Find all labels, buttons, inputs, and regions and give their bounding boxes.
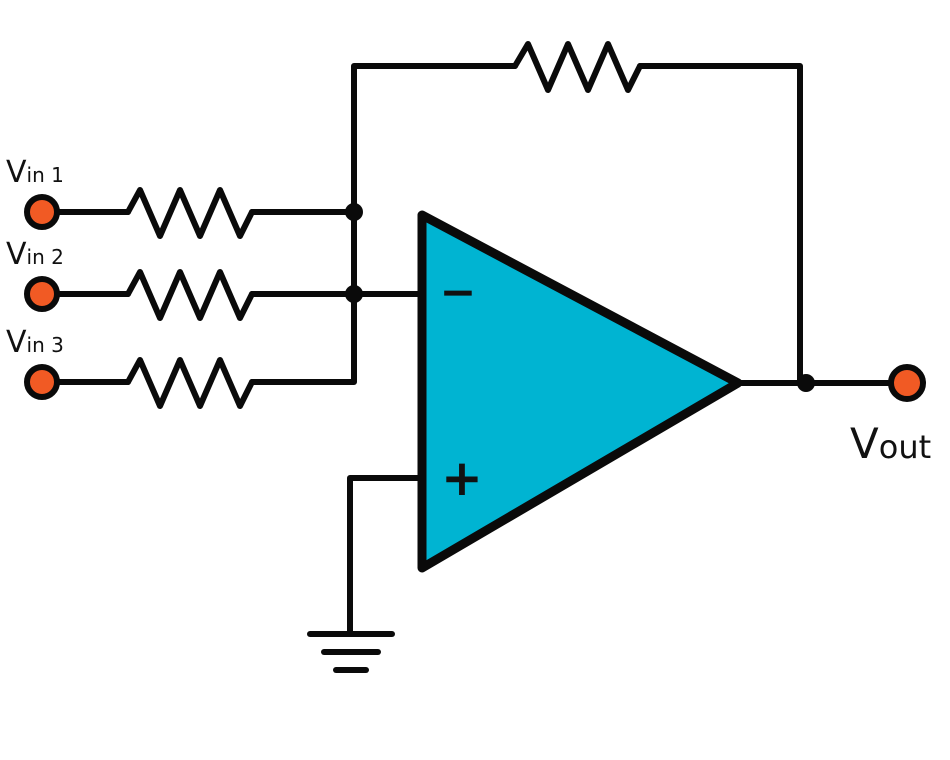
- input-3-label: Vin 3: [6, 325, 64, 360]
- output-label: Vout: [850, 419, 931, 468]
- input-2-terminal: [24, 276, 60, 312]
- inverting-input-symbol: −: [440, 267, 477, 318]
- input-2-label-main: V: [6, 237, 27, 272]
- input-1-resistor: [125, 187, 255, 239]
- input-3-resistor: [125, 357, 255, 409]
- input-2-resistor: [125, 269, 255, 321]
- input-2-label-sub: in 2: [27, 245, 64, 269]
- output-terminal: [888, 364, 926, 402]
- feedback-resistor: [512, 41, 643, 93]
- output-label-sub: out: [879, 428, 931, 466]
- opamp-triangle: [417, 210, 743, 573]
- feedback-wire-left: [351, 63, 518, 213]
- junction-dot-output: [797, 374, 815, 392]
- noninverting-ground-wire: [347, 475, 425, 637]
- noninverting-input-symbol: +: [441, 449, 483, 507]
- junction-dot-input-2: [345, 285, 363, 303]
- input-3-label-sub: in 3: [27, 333, 64, 357]
- input-3-terminal: [24, 364, 60, 400]
- ground-symbol: [307, 631, 395, 673]
- junction-dot-input-1: [345, 203, 363, 221]
- input-1-label-main: V: [6, 155, 27, 190]
- input-2-label: Vin 2: [6, 237, 64, 272]
- input-3-label-main: V: [6, 325, 27, 360]
- input-1-label: Vin 1: [6, 155, 64, 190]
- feedback-wire-right: [637, 63, 803, 386]
- output-label-main: V: [850, 419, 879, 468]
- input-1-label-sub: in 1: [27, 163, 64, 187]
- input-3-wire-to-node: [249, 207, 357, 385]
- input-1-terminal: [24, 194, 60, 230]
